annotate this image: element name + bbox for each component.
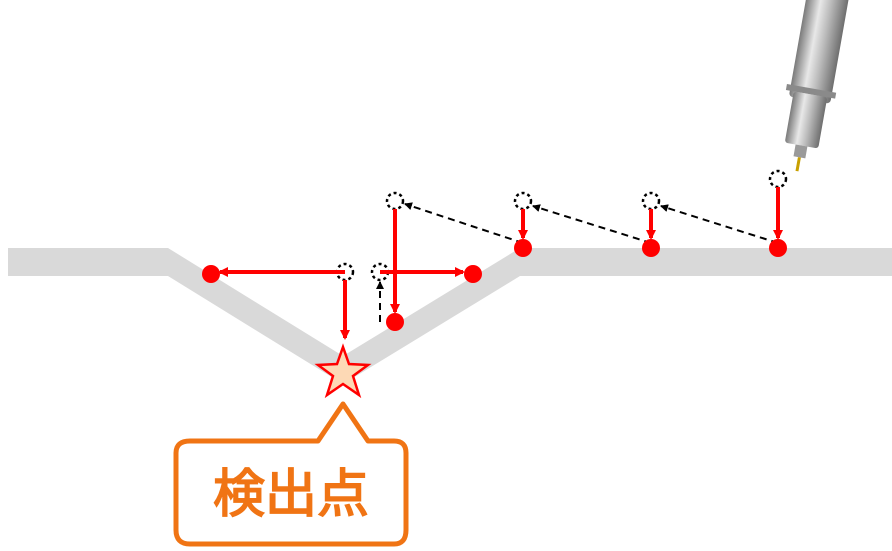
contact-point [514, 239, 532, 257]
approach-circle [513, 191, 533, 211]
probe-moves [218, 187, 783, 340]
contact-point [464, 265, 482, 283]
retract-arrow [532, 204, 652, 244]
callout-bubble [173, 401, 409, 547]
star-icon [314, 343, 372, 399]
retract-paths [376, 202, 779, 322]
callout-label: 検出点 [213, 465, 369, 525]
contact-point [642, 239, 660, 257]
contact-points [202, 239, 787, 331]
touch-probe-icon [785, 0, 849, 172]
retract-arrow [660, 204, 779, 244]
contact-point [769, 239, 787, 257]
approach-circle [641, 191, 661, 211]
approach-circle [385, 191, 405, 211]
contact-point [202, 265, 220, 283]
retract-arrow [404, 202, 524, 244]
contact-point [386, 313, 404, 331]
approach-circle [768, 169, 788, 189]
workpiece-surface [8, 248, 892, 384]
